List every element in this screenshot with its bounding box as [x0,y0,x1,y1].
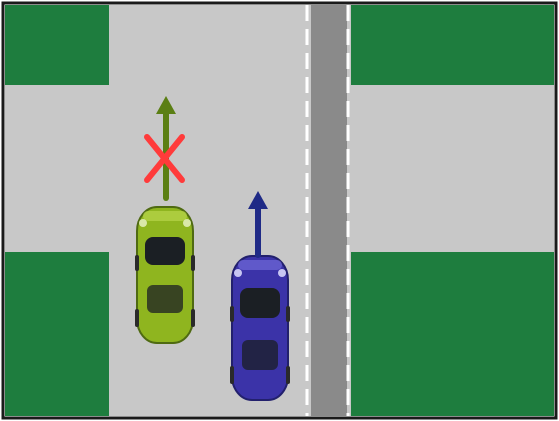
center-median-strip [311,5,347,416]
blue-car [230,256,290,400]
bottom-left-grass-corner [5,252,109,416]
green-car [135,207,195,343]
top-right-grass-corner [351,5,554,85]
bottom-right-grass-corner [351,252,554,416]
top-left-grass-corner [5,5,109,85]
